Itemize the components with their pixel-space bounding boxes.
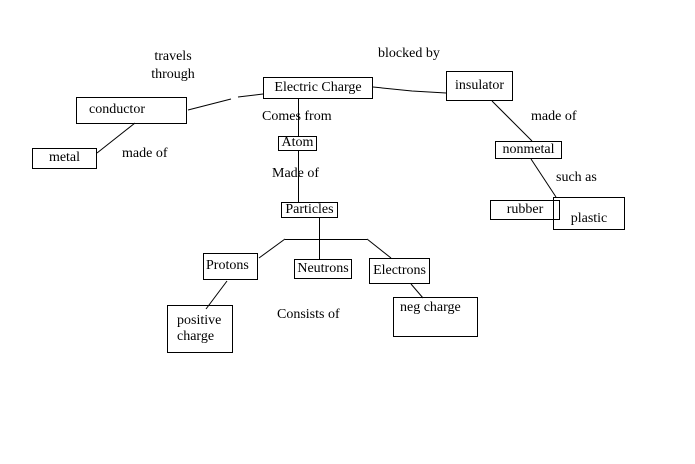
edge-branch-electrons	[366, 238, 392, 259]
edge-nonmetal-plastic	[530, 158, 557, 198]
edge-label-made-of-nonmetal: made of	[531, 109, 577, 124]
edge-label-made-of-metal: made of	[122, 146, 168, 161]
edge-electrons-neg-charge	[410, 283, 424, 299]
edge-conductor-electric-charge	[187, 93, 264, 111]
edge-electric-charge-insulator	[372, 86, 447, 94]
node-electric-charge[interactable]: Electric Charge	[263, 77, 373, 99]
node-rubber[interactable]: rubber	[490, 200, 560, 220]
edge-label-blocked-by: blocked by	[378, 46, 440, 61]
node-atom[interactable]: Atom	[278, 135, 317, 151]
edge-insulator-nonmetal	[491, 100, 533, 142]
node-conductor[interactable]: conductor	[76, 97, 187, 124]
edge-label-consists-of: Consists of	[277, 307, 340, 322]
edge-label-such-as: such as	[556, 170, 597, 185]
node-electrons[interactable]: Electrons	[369, 258, 430, 284]
node-plastic[interactable]: plastic	[553, 197, 625, 230]
edge-label-comes-from: Comes from	[262, 109, 332, 124]
node-protons[interactable]: Protons	[203, 253, 258, 280]
node-metal[interactable]: metal	[32, 148, 97, 169]
node-particles[interactable]: Particles	[281, 202, 338, 218]
node-nonmetal[interactable]: nonmetal	[495, 141, 562, 159]
node-neg-charge[interactable]: neg charge	[393, 297, 478, 337]
node-neutrons[interactable]: Neutrons	[294, 259, 352, 279]
node-positive-charge[interactable]: positive charge	[167, 305, 233, 353]
edge-label-made-of-atom: Made of	[272, 166, 320, 181]
edge-branch-protons	[258, 238, 286, 259]
edge-label-travels-through: travels through	[151, 49, 195, 82]
node-insulator[interactable]: insulator	[446, 71, 513, 101]
